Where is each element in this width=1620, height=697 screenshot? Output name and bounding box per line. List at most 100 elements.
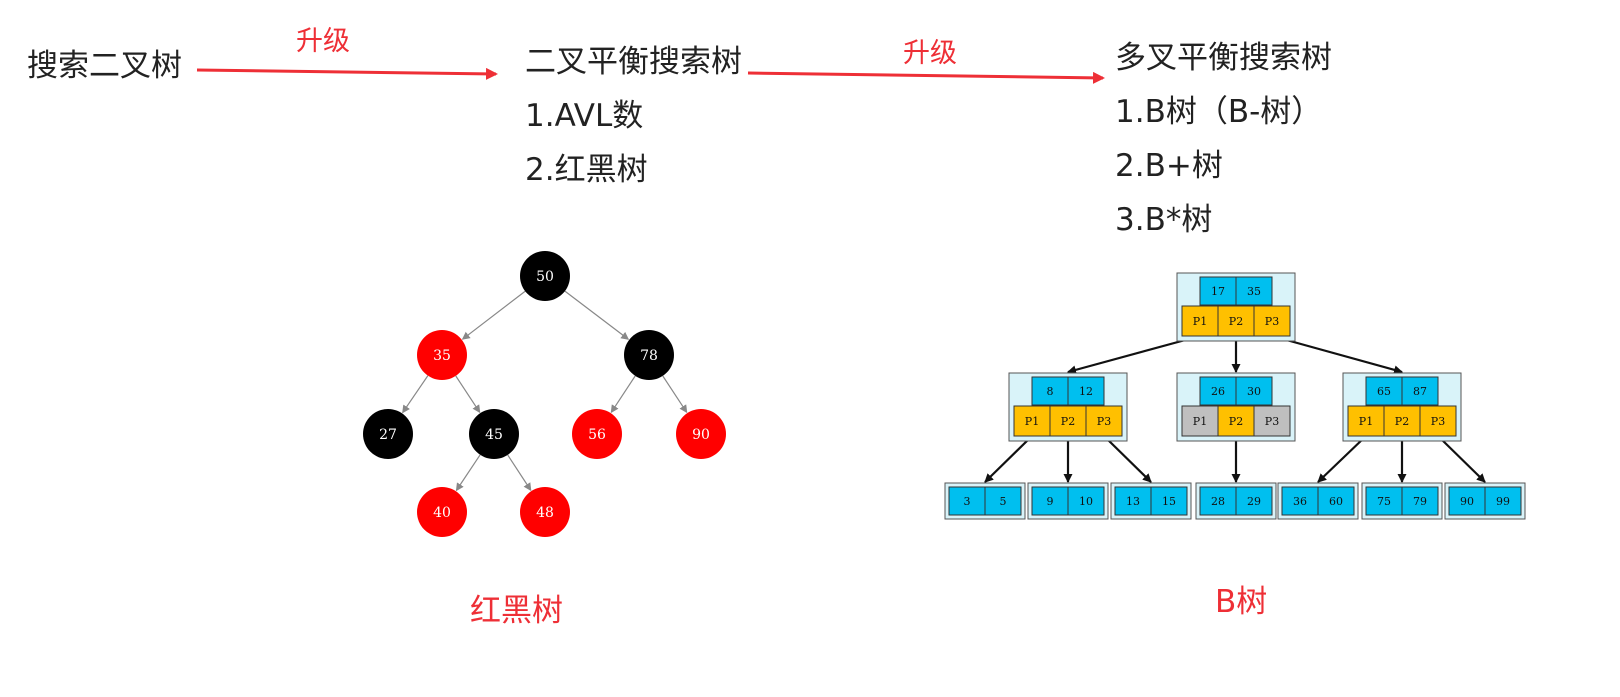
rb-tree-node: 35: [417, 330, 467, 380]
b-tree-edge: [1317, 435, 1367, 483]
b-tree-key: 5: [1000, 495, 1007, 508]
rb-tree-node: 40: [417, 487, 467, 537]
b-tree-pointer: P3: [1097, 415, 1111, 428]
stage2-item-red-black: 2.红黑树: [525, 152, 648, 188]
b-tree-key-cell: [1235, 376, 1273, 406]
b-tree-key-cell: [1484, 486, 1522, 516]
b-tree-key-cell: [948, 486, 986, 516]
rb-tree-edge: [662, 375, 688, 414]
b-tree-leaf: 28 29: [1195, 482, 1277, 520]
b-tree-key: 35: [1247, 285, 1261, 298]
rb-node-key: 78: [640, 348, 658, 364]
rb-node-circle: [572, 409, 622, 459]
b-tree-key-cell: [1448, 486, 1486, 516]
b-tree-pointer-cell: [1217, 305, 1255, 337]
b-tree-pointer: P2: [1061, 415, 1075, 428]
b-tree-key: 12: [1079, 385, 1093, 398]
b-tree-key: 36: [1293, 495, 1307, 508]
b-tree-caption: B树: [1215, 584, 1268, 620]
rb-node-key: 35: [433, 348, 451, 364]
b-tree-pointer-cell: [1181, 305, 1219, 337]
b-tree-key-cell: [1365, 376, 1403, 406]
b-tree-key: 28: [1211, 495, 1225, 508]
rb-node-circle: [417, 487, 467, 537]
rb-node-key: 48: [536, 505, 554, 521]
b-tree-key-cell: [1365, 486, 1403, 516]
b-tree-pointer: P3: [1431, 415, 1445, 428]
b-tree-key: 29: [1247, 495, 1261, 508]
rb-tree-edge: [402, 375, 429, 414]
b-tree-pointer: P2: [1229, 415, 1243, 428]
rb-node-circle: [520, 487, 570, 537]
b-tree-pointer-cell: [1253, 405, 1291, 437]
b-tree-key-cell: [1199, 486, 1237, 516]
rb-tree-node: 78: [624, 330, 674, 380]
rb-node-key: 90: [692, 427, 710, 443]
b-tree-edge: [1103, 435, 1152, 483]
b-tree-key: 10: [1079, 495, 1093, 508]
b-tree-key: 79: [1413, 495, 1427, 508]
b-tree-key: 99: [1496, 495, 1510, 508]
b-tree-key-cell: [1317, 486, 1355, 516]
rb-tree-node: 48: [520, 487, 570, 537]
b-tree-key: 13: [1126, 495, 1140, 508]
b-tree-key-cell: [1150, 486, 1188, 516]
b-tree-key: 17: [1211, 285, 1225, 298]
upgrade-label-2: 升级: [903, 38, 957, 69]
rb-tree-edge: [455, 454, 481, 492]
b-tree-key: 75: [1377, 495, 1391, 508]
b-tree-pointer-cell: [1347, 405, 1385, 437]
b-tree-key-cell: [1235, 486, 1273, 516]
b-tree-pointer: P2: [1229, 315, 1243, 328]
stage-balanced-binary-tree: 二叉平衡搜索树: [525, 44, 742, 80]
b-tree-pointer: P1: [1359, 415, 1373, 428]
b-tree-key: 87: [1413, 385, 1427, 398]
rb-node-key: 27: [379, 427, 397, 443]
b-tree-pointer: P1: [1193, 315, 1207, 328]
red-black-tree-caption: 红黑树: [470, 593, 563, 629]
rb-node-circle: [676, 409, 726, 459]
b-tree-key: 9: [1047, 495, 1054, 508]
stage3-item-b-star-tree: 3.B*树: [1115, 202, 1213, 238]
b-tree-key-cell: [1067, 376, 1105, 406]
rb-node-key: 56: [588, 427, 606, 443]
b-tree-key: 30: [1247, 385, 1261, 398]
b-tree-edge: [1437, 435, 1486, 483]
b-tree-pointer-cell: [1049, 405, 1087, 437]
rb-node-key: 50: [536, 269, 554, 285]
rb-tree-edge: [564, 290, 630, 340]
rb-node-circle: [469, 409, 519, 459]
b-tree-edge: [1067, 334, 1201, 375]
rb-node-key: 40: [433, 505, 451, 521]
stage3-item-b-tree: 1.B树（B-树）: [1115, 94, 1323, 130]
b-tree-key-cell: [1199, 276, 1237, 306]
rb-node-circle: [363, 409, 413, 459]
rb-node-circle: [520, 251, 570, 301]
b-tree-key: 8: [1047, 385, 1054, 398]
b-tree-key-cell: [1401, 486, 1439, 516]
rb-node-circle: [417, 330, 467, 380]
b-tree-edge: [1271, 334, 1403, 375]
b-tree-pointer-cell: [1085, 405, 1123, 437]
b-tree-key: 65: [1377, 385, 1391, 398]
b-tree-key-cell: [1235, 276, 1273, 306]
rb-tree-node: 56: [572, 409, 622, 459]
b-tree-pointer-cell: [1253, 305, 1291, 337]
b-tree-key-cell: [1199, 376, 1237, 406]
stage-balanced-multiway-tree: 多叉平衡搜索树: [1115, 40, 1332, 76]
b-tree-pointer: P1: [1025, 415, 1039, 428]
b-tree-leaf: 75 79: [1361, 482, 1443, 520]
rb-node-circle: [624, 330, 674, 380]
b-tree-key: 60: [1329, 495, 1343, 508]
b-tree-key: 26: [1211, 385, 1225, 398]
b-tree-key-cell: [1067, 486, 1105, 516]
